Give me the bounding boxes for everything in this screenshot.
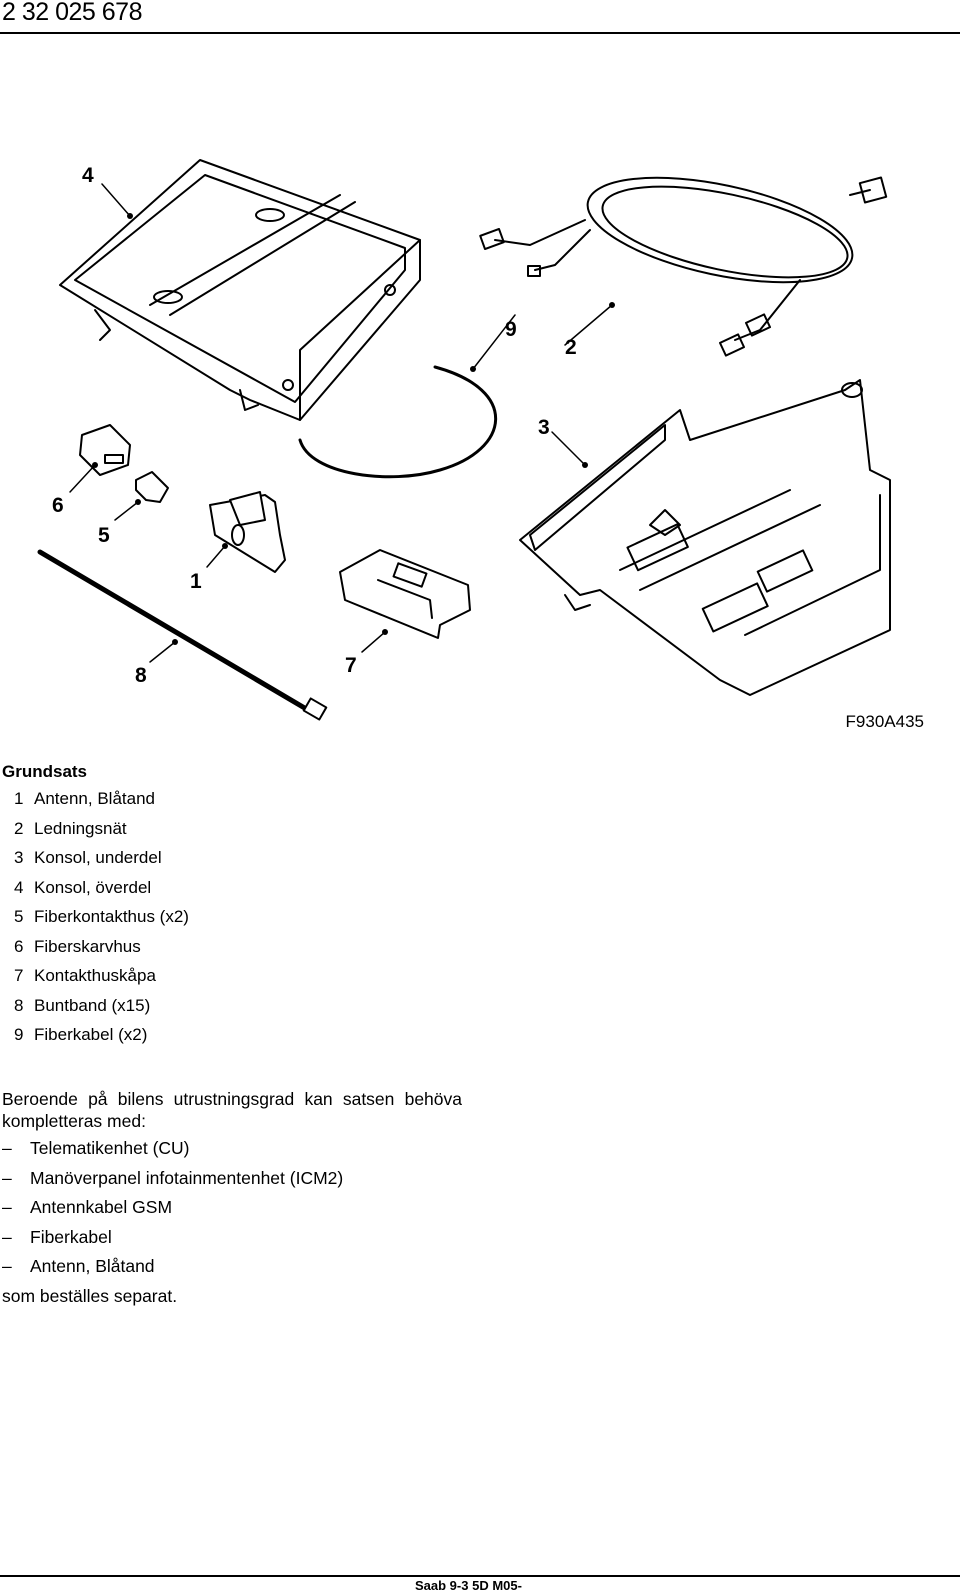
dash: – — [2, 1197, 12, 1217]
list-item: 4 Konsol, överdel — [2, 878, 502, 908]
document-number: 2 32 025 678 — [2, 0, 142, 26]
footer-rule — [0, 1575, 960, 1577]
leader-lines — [69, 183, 613, 663]
option-label: Antenn, Blåtand — [30, 1256, 155, 1276]
part-number: 2 — [14, 818, 24, 838]
callout-6: 6 — [52, 494, 64, 517]
list-item: 1 Antenn, Blåtand — [2, 789, 502, 819]
list-item: 9 Fiberkabel (x2) — [2, 1025, 502, 1055]
part-label: Kontakthuskåpa — [34, 966, 156, 985]
list-item: 6 Fiberskarvhus — [2, 937, 502, 967]
part-number: 3 — [14, 848, 24, 867]
part-label: Fiberkabel (x2) — [34, 1025, 148, 1044]
dash: – — [2, 1226, 12, 1247]
callout-8: 8 — [135, 664, 147, 687]
part-label: Buntband (x15) — [34, 995, 151, 1015]
part-number: 7 — [14, 966, 24, 985]
header-rule — [0, 32, 960, 34]
callout-7: 7 — [345, 654, 357, 677]
parts-list-title: Grundsats — [2, 762, 88, 781]
part-label: Antenn, Blåtand — [34, 789, 155, 808]
list-item: –Antenn, Blåtand — [2, 1254, 462, 1284]
wiring-harness-drawing — [479, 176, 888, 357]
footer-text: Saab 9-3 5D M05- — [415, 1578, 522, 1593]
callout-9: 9 — [505, 318, 517, 341]
fiber-cable-drawing — [298, 365, 497, 479]
dash: – — [2, 1138, 12, 1158]
dash: – — [2, 1167, 12, 1188]
list-item: –Fiberkabel — [2, 1225, 462, 1255]
bluetooth-antenna-drawing — [209, 491, 286, 573]
callout-4: 4 — [82, 164, 94, 187]
list-item: –Manöverpanel infotainmentenhet (ICM2) — [2, 1166, 462, 1196]
list-item: 8 Buntband (x15) — [2, 996, 502, 1026]
callout-1: 1 — [190, 570, 202, 593]
fiber-splice-housing-drawing — [79, 424, 131, 476]
part-label: Konsol, underdel — [34, 848, 162, 867]
upper-console-drawing — [59, 159, 421, 421]
fiber-connector-housing-drawing — [135, 471, 169, 503]
parts-illustration: 4 9 2 3 6 5 1 7 8 — [37, 159, 891, 721]
callout-2: 2 — [565, 336, 577, 359]
page-header: 2 32 025 678 — [0, 0, 960, 34]
note-intro: Beroende på bilens utrustningsgrad kan s… — [2, 1089, 462, 1131]
part-label: Ledningsnät — [34, 818, 127, 838]
list-item: 5 Fiberkontakthus (x2) — [2, 907, 502, 937]
callout-3: 3 — [538, 416, 550, 439]
cable-tie-drawing — [37, 549, 328, 721]
option-label: Fiberkabel — [30, 1226, 112, 1247]
option-label: Telematikenhet (CU) — [30, 1138, 190, 1158]
supplement-note: Beroende på bilens utrustningsgrad kan s… — [2, 1088, 462, 1308]
leader-dots — [92, 213, 615, 645]
part-number: 9 — [14, 1025, 24, 1044]
list-item: 2 Ledningsnät — [2, 819, 502, 849]
list-item: 7 Kontakthuskåpa — [2, 966, 502, 996]
part-label: Fiberskarvhus — [34, 936, 141, 956]
part-number: 1 — [14, 789, 24, 808]
part-label: Fiberkontakthus (x2) — [34, 907, 189, 926]
figure-reference: F930A435 — [845, 712, 924, 731]
callout-5: 5 — [98, 524, 110, 547]
dash: – — [2, 1256, 12, 1276]
part-number: 6 — [14, 936, 24, 956]
contact-housing-cover-drawing — [339, 549, 471, 639]
option-label: Manöverpanel infotainmentenhet (ICM2) — [30, 1167, 344, 1188]
part-number: 5 — [14, 907, 24, 926]
option-label: Antennkabel GSM — [30, 1197, 173, 1217]
lower-console-drawing — [519, 379, 891, 696]
list-item: 3 Konsol, underdel — [2, 848, 502, 878]
list-item: –Telematikenhet (CU) — [2, 1136, 462, 1166]
list-item: –Antennkabel GSM — [2, 1195, 462, 1225]
part-number: 8 — [14, 995, 24, 1015]
part-label: Konsol, överdel — [34, 877, 152, 897]
part-number: 4 — [14, 877, 24, 897]
note-outro: som beställes separat. — [2, 1285, 178, 1306]
